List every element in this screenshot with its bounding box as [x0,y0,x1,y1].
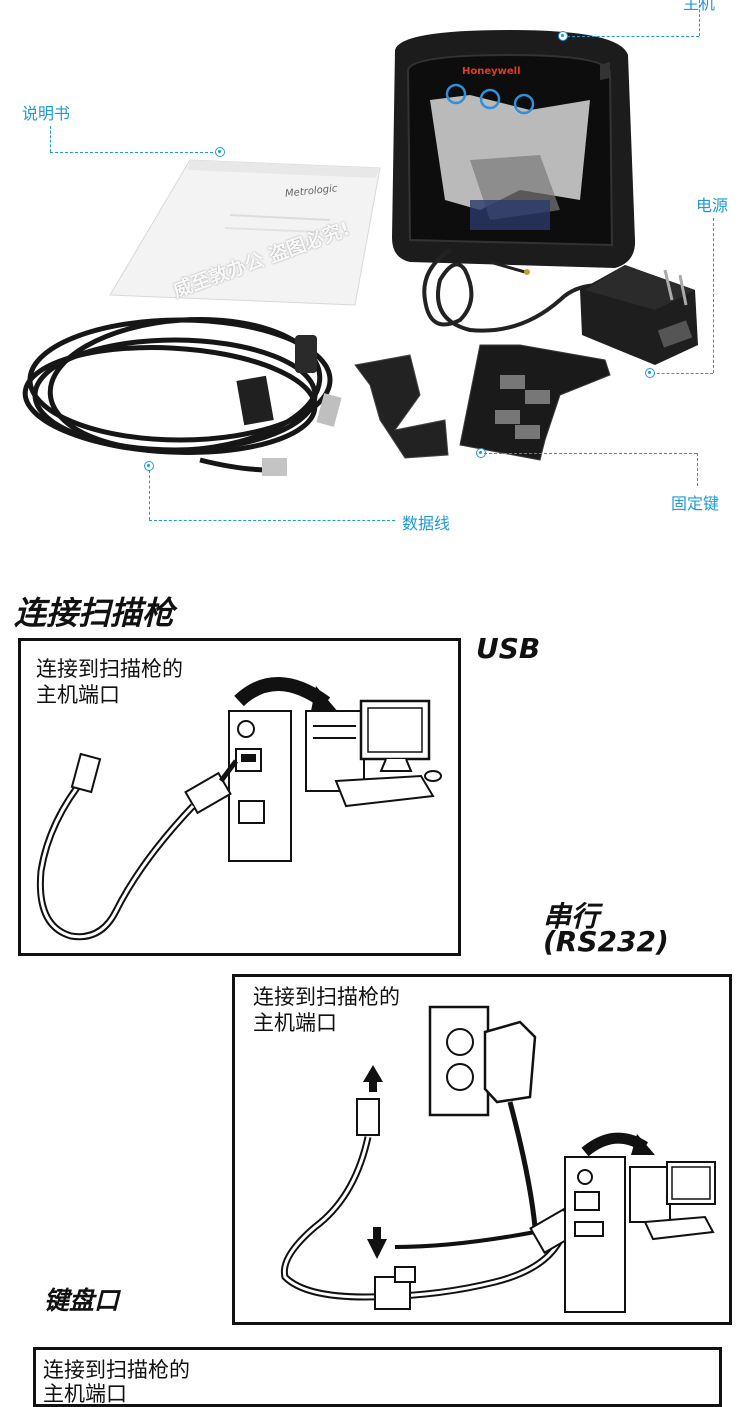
serial-caption-line1: 连接到扫描枪的 [253,985,400,1009]
scanner-brand-logo: Honeywell [462,66,521,77]
manual-booklet [109,159,381,306]
callout-cable-line-v [149,470,150,520]
scanner-cord [422,248,601,333]
section-title: 连接扫描枪 [14,594,175,632]
callout-power-line-h [652,373,713,374]
product-photo-illustration [22,30,698,476]
serial-label-line2: (RS232) [543,925,669,958]
serial-connection-illustration [280,1005,716,1313]
serial-label-line1: 串行 [543,900,600,933]
keyboard-caption-line1: 连接到扫描枪的 [43,1358,190,1382]
scanner-device [392,30,636,268]
keyboard-label: 键盘口 [44,1286,120,1315]
data-cable [22,316,333,473]
callout-power-dot [645,368,655,378]
callout-host-dot [558,31,568,41]
serial-caption-line2: 主机端口 [253,1011,337,1035]
keyboard-caption-line2: 主机端口 [43,1382,127,1406]
usb-caption-line2: 主机端口 [36,683,120,707]
callout-host-line-v [699,0,700,36]
callout-host-line-h [567,36,699,37]
usb-diagram-box: 连接到扫描枪的 主机端口 [18,638,461,956]
usb-caption-line1: 连接到扫描枪的 [36,657,183,681]
callout-stand-line-v [697,453,698,486]
callout-cable-line-h [149,520,395,521]
keyboard-diagram-box: 连接到扫描枪的 主机端口 [33,1347,722,1407]
callout-stand-label: 固定键 [671,494,720,513]
callout-power-line-v [713,218,714,373]
callout-stand-line-h [484,453,697,454]
power-adapter [580,265,698,365]
callout-manual-line-h [50,152,218,153]
callout-manual-dot [215,147,225,157]
stand-pieces [354,344,611,461]
callout-power-label: 电源 [696,196,729,215]
product-photo-area [0,0,750,560]
serial-diagram-box: 连接到扫描枪的 主机端口 [232,974,732,1325]
callout-manual-line-v [50,126,51,152]
callout-cable-label: 数据线 [402,514,451,533]
callout-manual-label: 说明书 [22,104,71,123]
usb-label: USB [476,632,541,665]
usb-connection-illustration [36,677,442,941]
